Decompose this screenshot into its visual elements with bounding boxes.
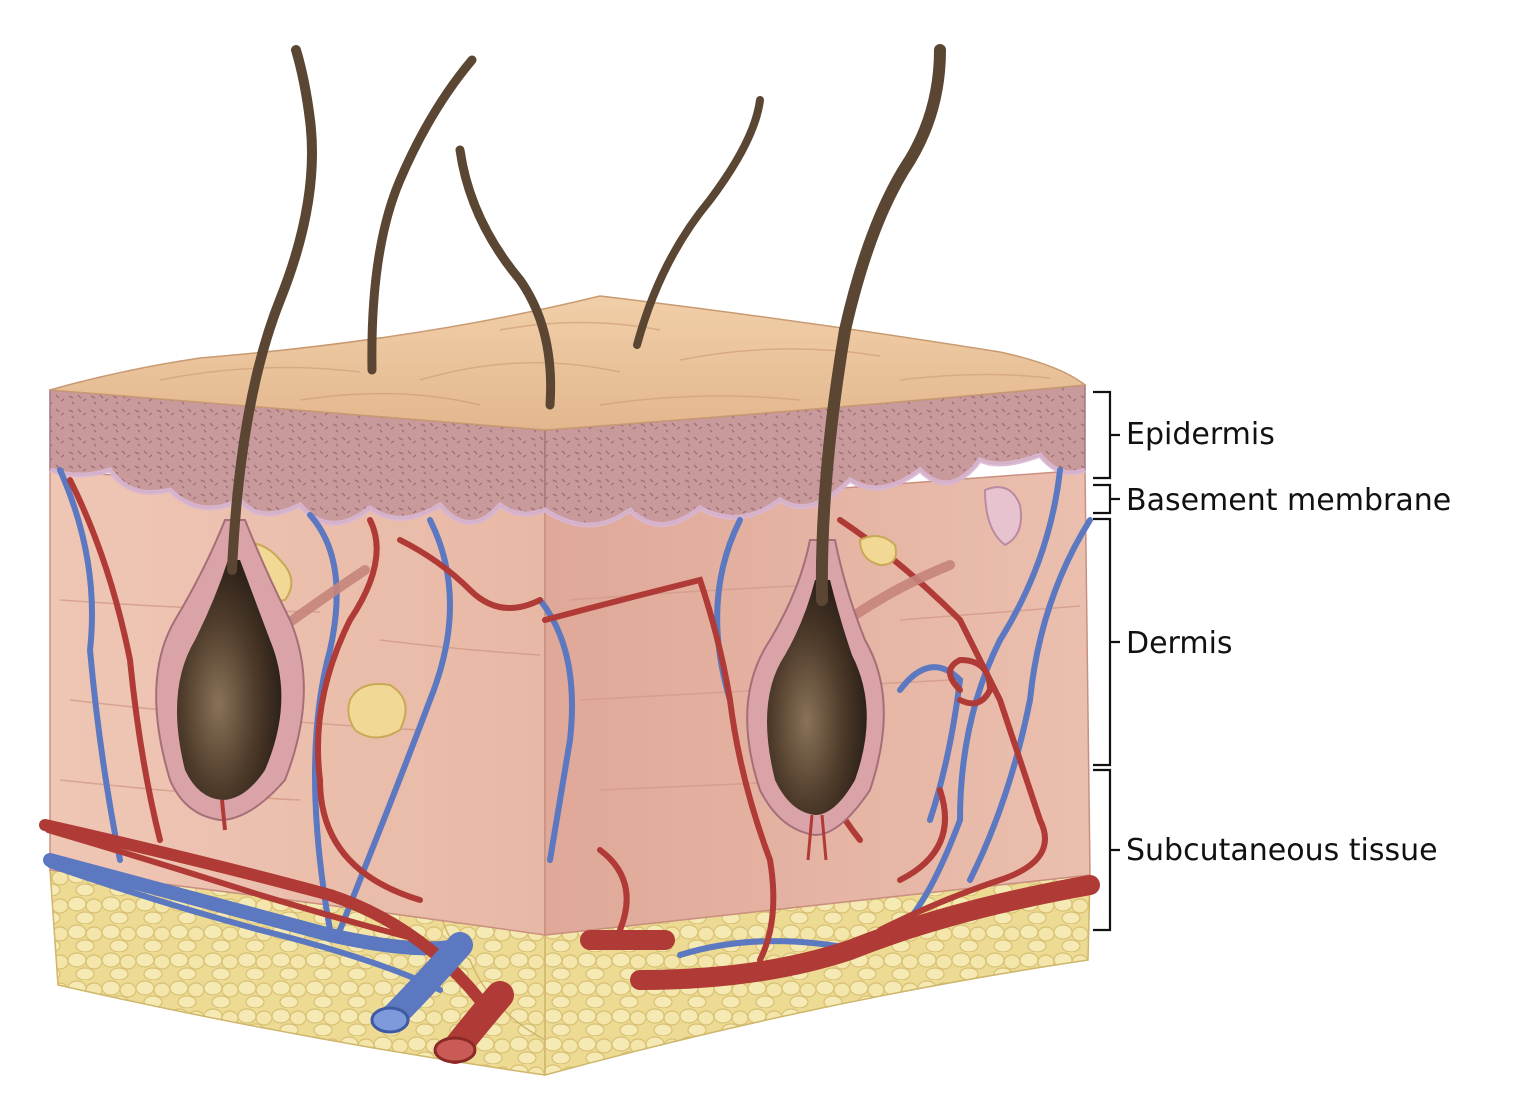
hair-follicle-right	[746, 539, 885, 861]
epidermis-label-group: Epidermis	[1093, 390, 1275, 480]
main-vessel-trunks	[39, 819, 1100, 1064]
hair-shafts	[227, 44, 946, 606]
dermis-label-group: Dermis	[1093, 517, 1233, 767]
basement-membrane-label-group: Basement membrane	[1093, 483, 1451, 518]
epidermis-label: Epidermis	[1126, 417, 1275, 452]
basement-membrane-label: Basement membrane	[1126, 483, 1451, 518]
hair-follicle-left	[155, 519, 305, 831]
subcutaneous-tissue-label: Subcutaneous tissue	[1126, 833, 1438, 868]
subcutaneous-tissue-label-group: Subcutaneous tissue	[1093, 768, 1438, 932]
dermis-label: Dermis	[1126, 626, 1233, 661]
blood-vessels	[39, 467, 1100, 1064]
arteries	[45, 477, 1048, 963]
skin-surface	[49, 295, 1087, 431]
